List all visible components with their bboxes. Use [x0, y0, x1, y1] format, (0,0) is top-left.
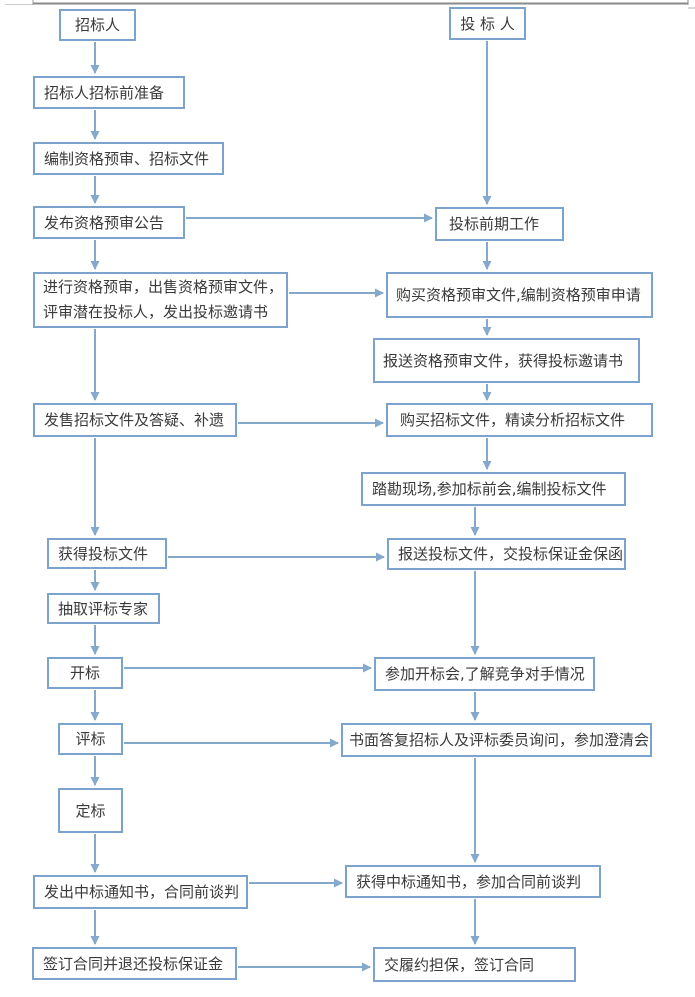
node-prep: 招标人招标前准备: [33, 76, 185, 109]
node-sign-refund: 签订合同并退还投标保证金: [32, 947, 237, 980]
node-open-bid: 开标: [47, 657, 123, 689]
node-sell-docs: 发售招标文件及答疑、补遗: [33, 403, 237, 437]
node-bidder: 投 标 人: [449, 7, 526, 40]
node-guarantee-sign: 交履约担保，签订合同: [373, 947, 576, 982]
node-site-visit: 踏勘现场,参加标前会,编制投标文件: [361, 472, 626, 506]
node-receive-bids: 获得投标文件: [47, 538, 167, 569]
node-prequalify: 进行资格预审，出售资格预审文件， 评审潜在投标人，发出投标邀请书: [33, 272, 288, 328]
right-lane-edges: [470, 41, 492, 945]
node-buy-prequal: 购买资格预审文件,编制资格预审申请: [386, 272, 653, 318]
node-submit-bid: 报送投标文件，交投标保证金保函: [387, 538, 626, 570]
node-evaluate: 评标: [58, 723, 123, 755]
node-attend-open: 参加开标会,了解竞争对手情况: [374, 657, 595, 691]
cross-lane-edges: [124, 213, 433, 972]
node-compile-docs: 编制资格预审、招标文件: [33, 142, 224, 175]
node-get-notice: 获得中标通知书，参加合同前谈判: [345, 865, 601, 898]
node-draw-experts: 抽取评标专家: [47, 593, 160, 624]
node-announce: 发布资格预审公告: [33, 206, 185, 239]
node-pre-work: 投标前期工作: [435, 207, 564, 241]
node-award: 定标: [58, 788, 123, 833]
node-reply: 书面答复招标人及评标委员询问，参加澄清会: [341, 723, 652, 757]
node-submit-prequal: 报送资格预审文件，获得投标邀请书: [373, 338, 640, 383]
node-tenderer: 招标人: [59, 9, 136, 41]
node-buy-docs: 购买招标文件，精读分析招标文件: [386, 403, 653, 437]
page-border-marks: [5, 0, 695, 9]
node-notice: 发出中标通知书，合同前谈判: [33, 875, 248, 909]
